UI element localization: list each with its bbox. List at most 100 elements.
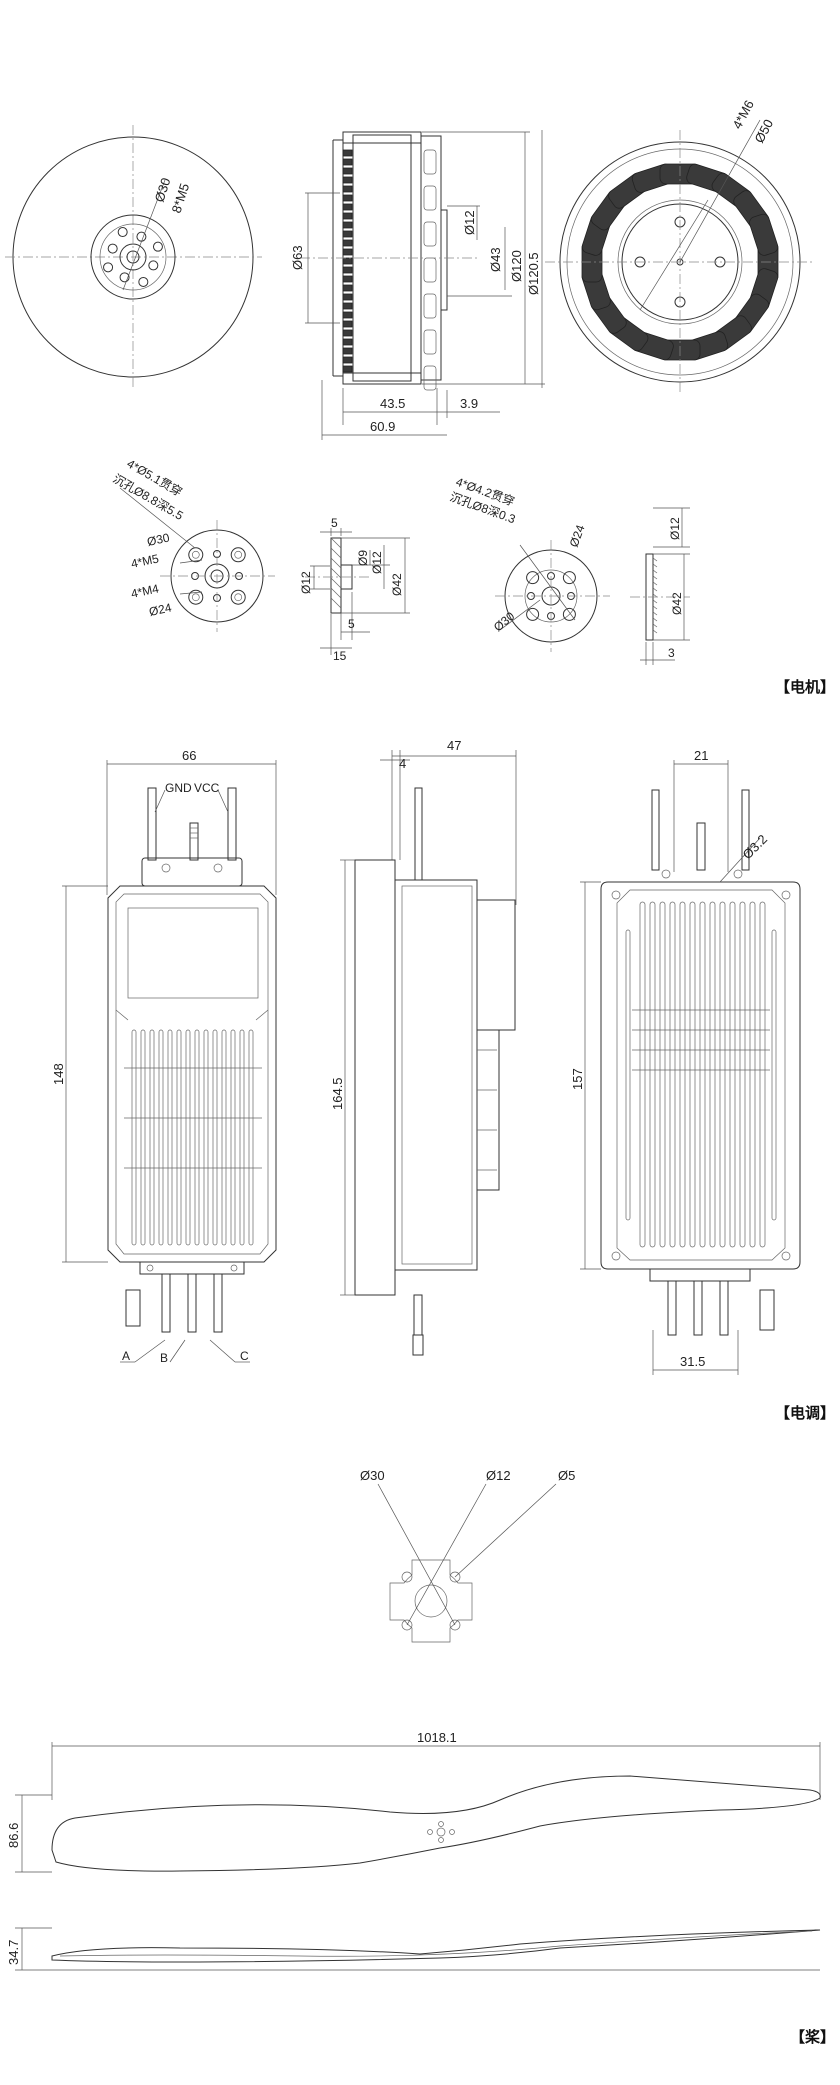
heatsink-fin [239, 1029, 245, 1246]
heatsink-fin [639, 901, 646, 1248]
counterbore-hole [526, 571, 540, 585]
prop-hub-d12: Ø12 [486, 1468, 511, 1483]
heatsink-fin [699, 901, 706, 1248]
cooling-fin [342, 266, 353, 274]
cooling-fin [342, 149, 353, 157]
flange2-d30: Ø30 [491, 609, 518, 635]
side-rib [771, 929, 777, 1221]
serration [652, 611, 658, 616]
heatsink-fin [158, 1029, 164, 1246]
esc-front-148: 148 [51, 1063, 66, 1085]
heatsink-fin [131, 1029, 137, 1246]
counterbore-hole [188, 589, 204, 605]
cooling-fin [342, 257, 353, 265]
heatsink-fin [679, 901, 686, 1248]
heatsink-fin [140, 1029, 146, 1246]
cooling-fin [342, 212, 353, 220]
serration [652, 629, 658, 634]
phase-wire [667, 1280, 677, 1336]
motor-side-d120: Ø120 [509, 250, 524, 282]
flange1-side-d9: Ø9 [356, 550, 370, 566]
cooling-fin [342, 230, 353, 238]
motor-side-d43: Ø43 [488, 247, 503, 272]
prop-span: 1018.1 [417, 1730, 457, 1745]
motor-side-d12: Ø12 [462, 210, 477, 235]
heatsink-fin [167, 1029, 173, 1246]
heatsink-fin [176, 1029, 182, 1246]
flange2-side-d42: Ø42 [670, 592, 684, 615]
motor-front-view: Ø30 8*M5 [5, 125, 262, 390]
serration [652, 563, 658, 568]
vent-slot [423, 257, 437, 283]
counterbore-hole [562, 607, 576, 621]
cooling-fin [342, 194, 353, 202]
serration [652, 575, 658, 580]
esc-back-315: 31.5 [680, 1354, 705, 1369]
serration [652, 557, 658, 562]
vent-slot [423, 365, 437, 391]
heatsink-fin [230, 1029, 236, 1246]
flange1-side-15: 15 [333, 649, 347, 663]
esc-front-66: 66 [182, 748, 196, 763]
heatsink-fin [739, 901, 746, 1248]
phase-wire [213, 1273, 223, 1333]
heatsink-fin [689, 901, 696, 1248]
counterbore-hole [562, 571, 576, 585]
esc-back-d32: Ø3.2 [740, 832, 771, 863]
bolt-hole [107, 243, 118, 254]
through-hole [191, 550, 200, 559]
serration [652, 587, 658, 592]
flange1-side-5a: 5 [331, 516, 338, 530]
vent-slot [423, 185, 437, 211]
flange2-side-3: 3 [668, 646, 675, 660]
motor-rear-d50: Ø50 [751, 117, 776, 146]
counterbore-hole [188, 547, 204, 563]
heatsink-fin [203, 1029, 209, 1246]
heatsink-fin [749, 901, 756, 1248]
cooling-fin [342, 347, 353, 355]
vent-slot [423, 149, 437, 175]
stator-slot [749, 213, 779, 256]
flange1-side-d12b: Ø12 [370, 551, 384, 574]
phase-wire [719, 1280, 729, 1336]
heatsink-fin [248, 1029, 254, 1246]
heatsink-fin [212, 1029, 218, 1246]
cooling-fin [342, 176, 353, 184]
motor-side-435: 43.5 [380, 396, 405, 411]
vent-slot [423, 221, 437, 247]
cooling-fin [342, 356, 353, 364]
esc-front-a: A [122, 1349, 130, 1363]
cooling-fin [342, 167, 353, 175]
through-hole [191, 593, 200, 602]
flange1-side-view: 5 Ø12 Ø9 Ø12 Ø42 5 15 [299, 516, 410, 663]
flange1-side-d42: Ø42 [390, 573, 404, 596]
cooling-fin [342, 185, 353, 193]
serration [652, 623, 658, 628]
heatsink-fin [729, 901, 736, 1248]
flange2-view: 4*Ø4.2贯穿 沉孔Ø8深0.3 Ø24 Ø30 [448, 474, 610, 652]
cooling-fin [342, 293, 353, 301]
section-esc-label: 【电调】 [775, 1404, 835, 1422]
flange2-side-d12: Ø12 [668, 517, 682, 540]
cooling-fin [342, 239, 353, 247]
flange1-d30: Ø30 [146, 530, 171, 548]
bolt-hole [152, 241, 163, 252]
prop-hub-view: Ø30 Ø12 Ø5 [360, 1468, 575, 1643]
phase-wire [693, 1280, 703, 1336]
counterbore-hole [526, 607, 540, 621]
cooling-fin [342, 248, 353, 256]
vent-slot [423, 329, 437, 355]
cooling-fin [342, 365, 353, 373]
prop-hub-d5: Ø5 [558, 1468, 575, 1483]
heatsink-fin [194, 1029, 200, 1246]
motor-side-609: 60.9 [370, 419, 395, 434]
prop-top-view: 1018.1 86.6 [6, 1730, 821, 1873]
cooling-fin [342, 203, 353, 211]
cooling-fin [342, 275, 353, 283]
through-hole [234, 550, 243, 559]
flange1-m4: 4*M4 [130, 581, 161, 601]
cooling-fin [342, 329, 353, 337]
serration [652, 605, 658, 610]
esc-side-4: 4 [399, 756, 406, 771]
